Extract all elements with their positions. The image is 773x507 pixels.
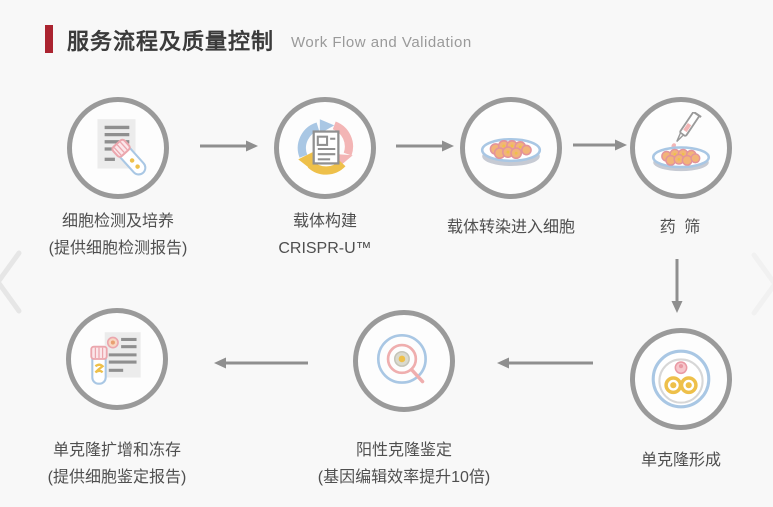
step-label: 单克隆扩增和冻存 (52, 442, 181, 459)
vector-construction-cycle-icon (297, 119, 354, 175)
step-sublabel: CRISPR-U™ (278, 240, 372, 257)
flow-step-monoclonal-formation: 单克隆形成 (571, 328, 773, 474)
flow-arrow-left-1 (497, 355, 593, 371)
flow-step-drug-screening: 药 筛 (571, 97, 773, 241)
accent-bar (45, 25, 53, 53)
positive-clone-magnifier-icon (376, 333, 427, 384)
flow-step-cell-testing: 细胞检测及培养 (提供细胞检测报告) (8, 97, 228, 262)
step-circle (460, 97, 562, 199)
section-title-zh: 服务流程及质量控制 (67, 29, 275, 54)
step-sublabel: (提供细胞检测报告) (48, 240, 188, 257)
flow-step-transfection: 载体转染进入细胞 (401, 97, 621, 241)
chevron-right-icon (751, 252, 773, 316)
step-circle (66, 308, 168, 410)
carousel-prev-button[interactable] (0, 248, 24, 321)
step-label: 阳性克隆鉴定 (355, 442, 452, 459)
step-label: 药 筛 (659, 219, 703, 236)
step-sublabel: (提供细胞鉴定报告) (47, 469, 187, 486)
step-circle (630, 97, 732, 199)
flow-arrow-left-2 (214, 355, 308, 371)
flow-arrow-right-1 (200, 138, 258, 154)
step-label: 载体转染进入细胞 (446, 219, 575, 236)
carousel-next-button[interactable] (749, 250, 773, 323)
monoclonal-colony-icon (651, 349, 711, 409)
step-label: 载体构建 (292, 213, 357, 230)
cell-test-report-icon (97, 119, 147, 176)
flow-arrow-right-3 (573, 137, 627, 153)
step-label: 细胞检测及培养 (61, 213, 174, 230)
flow-arrow-right-2 (396, 138, 454, 154)
flow-step-expansion-cryostorage: 单克隆扩增和冻存 (提供细胞鉴定报告) (7, 308, 227, 491)
flow-arrow-down (669, 259, 685, 313)
step-sublabel: (基因编辑效率提升10倍) (317, 469, 491, 486)
petri-dish-cells-icon (480, 137, 542, 166)
step-circle (353, 310, 455, 412)
step-circle (274, 97, 376, 199)
expansion-cryostorage-report-icon (90, 332, 141, 385)
drug-screening-dropper-icon (651, 112, 711, 172)
chevron-left-icon (0, 250, 22, 314)
step-label: 单克隆形成 (640, 452, 721, 469)
step-circle (67, 97, 169, 199)
step-circle (630, 328, 732, 430)
section-title-en: Work Flow and Validation (291, 34, 472, 51)
flow-step-positive-clone-id: 阳性克隆鉴定 (基因编辑效率提升10倍) (294, 310, 514, 491)
flow-step-vector-construction: 载体构建 CRISPR-U™ (215, 97, 435, 262)
